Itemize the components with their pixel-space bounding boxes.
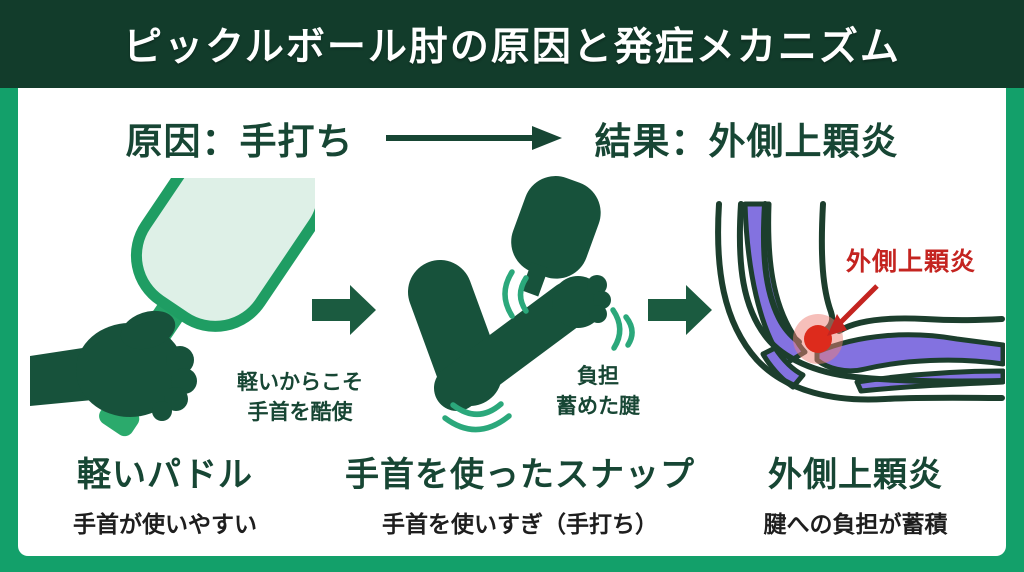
inflammation-spot [793,314,843,364]
step-title: 軽いパドル [76,456,254,494]
step-title: 手首を使ったスナップ [345,456,695,494]
wrist-snap-illustration [408,176,635,433]
flow-header: 原因：手打ち 結果：外側上顆炎 [0,108,1024,168]
result-label: 結果：外側上顆炎 [594,121,899,162]
page-title: ピックルボール肘の原因と発症メカニズム [123,26,901,69]
annotation-arrow-icon [827,284,879,336]
cause-label: 原因：手打ち [125,121,354,162]
step-arrow-icon [648,285,712,335]
motion-arcs [442,269,635,433]
step-label-light-paddle: 軽いパドル 手首が使いやすい [35,447,295,539]
paddle-note: 軽いからこそ 手首を酷使 [237,371,363,425]
step-label-epicondylitis: 外側上顆炎 腱への負担が蓄積 [718,447,993,539]
flow-arrow-icon [385,126,562,150]
swinging-arm [408,176,611,411]
gripping-hand [30,310,197,421]
step-subtitle: 手首が使いやすい [73,511,257,537]
step-arrow-icon [312,285,376,335]
epicondylitis-annotation: 外側上顆炎 [846,248,977,276]
tendon-bands [742,201,1005,394]
tendon-note: 負担 蓄めた腱 [556,365,640,419]
arm-contour-lines [715,201,1005,403]
light-paddle-illustration [30,178,315,437]
elbow-anatomy-illustration [715,201,1005,403]
step-subtitle: 手首を使いすぎ（手打ち） [382,511,658,537]
step-subtitle: 腱への負担が蓄積 [763,511,948,537]
step-label-wrist-snap: 手首を使ったスナップ 手首を使いすぎ（手打ち） [325,447,715,539]
title-banner: ピックルボール肘の原因と発症メカニズム [0,0,1024,88]
step-title: 外側上顆炎 [768,456,943,494]
